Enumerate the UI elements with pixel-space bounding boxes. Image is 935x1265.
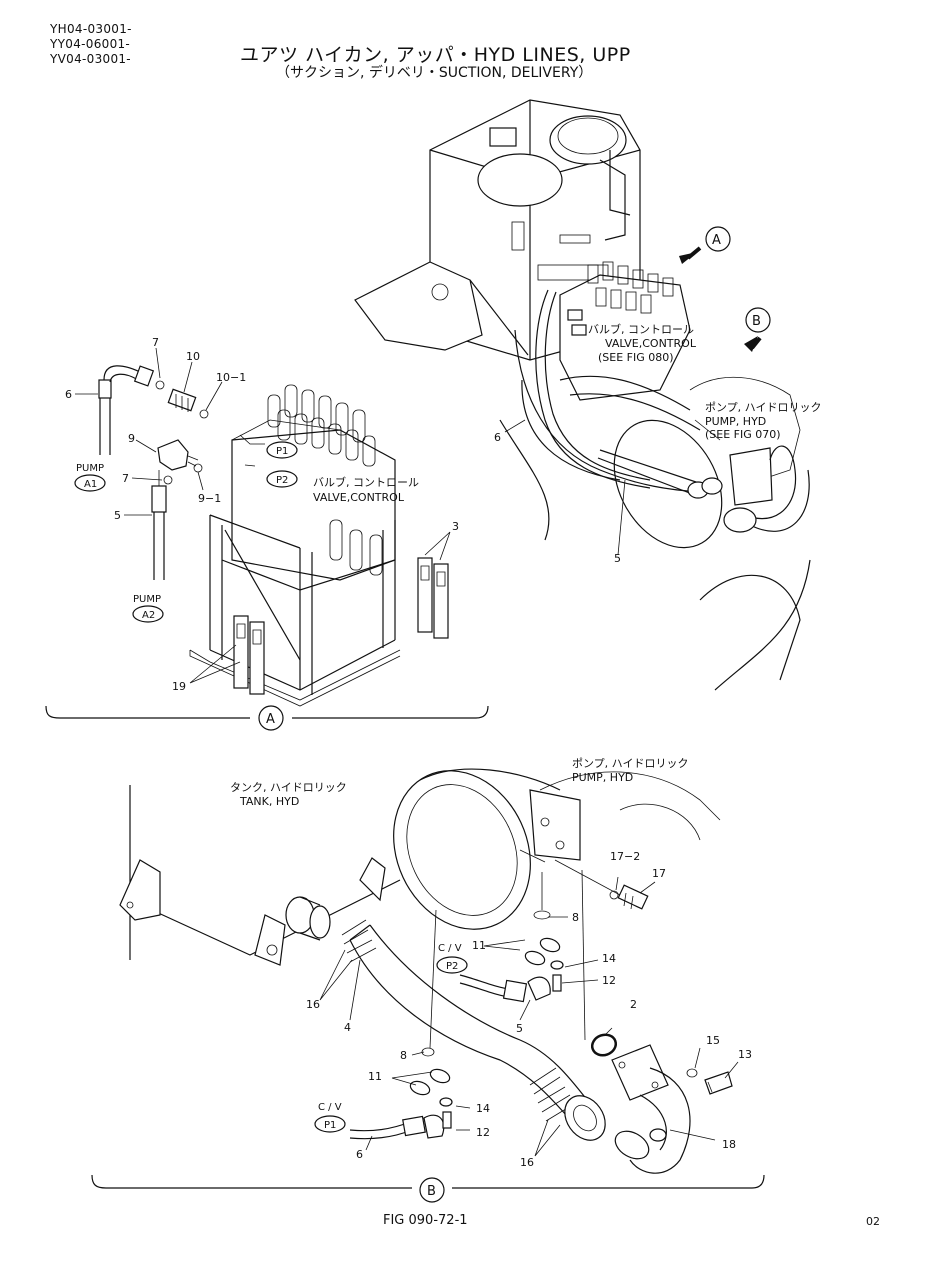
part-number-17: 17 [652, 867, 666, 880]
port-a2: A2 [142, 610, 155, 621]
part-number-2: 2 [630, 998, 637, 1011]
part-number-19: 19 [172, 680, 186, 693]
part-number-8-c: 8 [400, 1049, 407, 1062]
part-number-8-b: 8 [572, 911, 579, 924]
part-number-10: 10 [186, 350, 200, 363]
valve-label-ref: (SEE FIG 080) [598, 351, 674, 364]
port-p2-b: P2 [446, 961, 458, 972]
serial-number-3: YV04-03001- [50, 52, 131, 66]
port-p2-a: P2 [276, 475, 288, 486]
valve-label-en-a: VALVE,CONTROL [313, 491, 405, 504]
part-number-14-c: 14 [476, 1102, 490, 1115]
figure-number: FIG 090-72-1 [383, 1213, 468, 1228]
cv-label-p1: C / V [318, 1102, 342, 1113]
part-number-15: 15 [706, 1034, 720, 1047]
callout-b-bracket-label: B [427, 1184, 436, 1199]
detail-b-exploded [91, 768, 765, 1203]
part-number-9: 9 [128, 432, 135, 445]
part-number-5-top: 5 [614, 552, 621, 565]
pump-label-a2: PUMP [133, 594, 161, 605]
part-number-16-a: 16 [306, 998, 320, 1011]
tank-label-ja: タンク, ハイドロリック [230, 781, 347, 794]
callout-b-label: B [752, 314, 761, 329]
part-number-3: 3 [452, 520, 459, 533]
part-number-17-2: 17−2 [610, 850, 640, 863]
part-number-12-b: 12 [602, 974, 616, 987]
part-number-6-top: 6 [494, 431, 501, 444]
cv-label-p2: C / V [438, 943, 462, 954]
part-number-11-c: 11 [368, 1070, 382, 1083]
part-number-6-a: 6 [65, 388, 72, 401]
part-number-13: 13 [738, 1048, 752, 1061]
part-number-16-b: 16 [520, 1156, 534, 1169]
pump-label-ja-b: ポンプ, ハイドロリック [572, 757, 688, 770]
part-number-5-b: 5 [516, 1022, 523, 1035]
valve-label-en: VALVE,CONTROL [605, 337, 697, 350]
pump-label-a1: PUMP [76, 463, 104, 474]
pump-label-en-top: PUMP, HYD [705, 415, 766, 428]
part-number-4: 4 [344, 1021, 351, 1034]
part-number-9-1: 9−1 [198, 492, 221, 505]
port-p1-a: P1 [276, 446, 288, 457]
part-number-6-b: 6 [356, 1148, 363, 1161]
page-number: 02 [866, 1215, 880, 1228]
serial-number-1: YH04-03001- [50, 22, 132, 36]
machine-overview: A B [354, 99, 811, 691]
pump-label-en-b: PUMP, HYD [572, 771, 633, 784]
part-number-14-b: 14 [602, 952, 616, 965]
pump-label-ja-top: ポンプ, ハイドロリック [705, 401, 821, 414]
part-number-12-c: 12 [476, 1126, 490, 1139]
callout-a-bracket-label: A [266, 712, 275, 727]
page-subtitle: （サクション, デリベリ・SUCTION, DELIVERY） [276, 65, 593, 81]
part-number-10-1: 10−1 [216, 371, 246, 384]
pump-label-ref: (SEE FIG 070) [705, 428, 781, 441]
part-number-7-b: 7 [122, 472, 129, 485]
serial-number-2: YY04-06001- [50, 37, 131, 51]
detail-a-exploded [45, 347, 489, 731]
page-title: ユアツ ハイカン, アッパ・HYD LINES, UPP [240, 44, 631, 66]
tank-label-en: TANK, HYD [239, 795, 299, 808]
port-p1-b: P1 [324, 1120, 336, 1131]
part-number-11-b: 11 [472, 939, 486, 952]
callout-a-label: A [712, 233, 721, 248]
part-number-7-a: 7 [152, 336, 159, 349]
part-number-18: 18 [722, 1138, 736, 1151]
valve-label-ja: バルブ, コントロール [588, 322, 694, 336]
part-number-5-a: 5 [114, 509, 121, 522]
port-a1: A1 [84, 479, 97, 490]
valve-label-ja-a: バルブ, コントロール [313, 475, 419, 489]
